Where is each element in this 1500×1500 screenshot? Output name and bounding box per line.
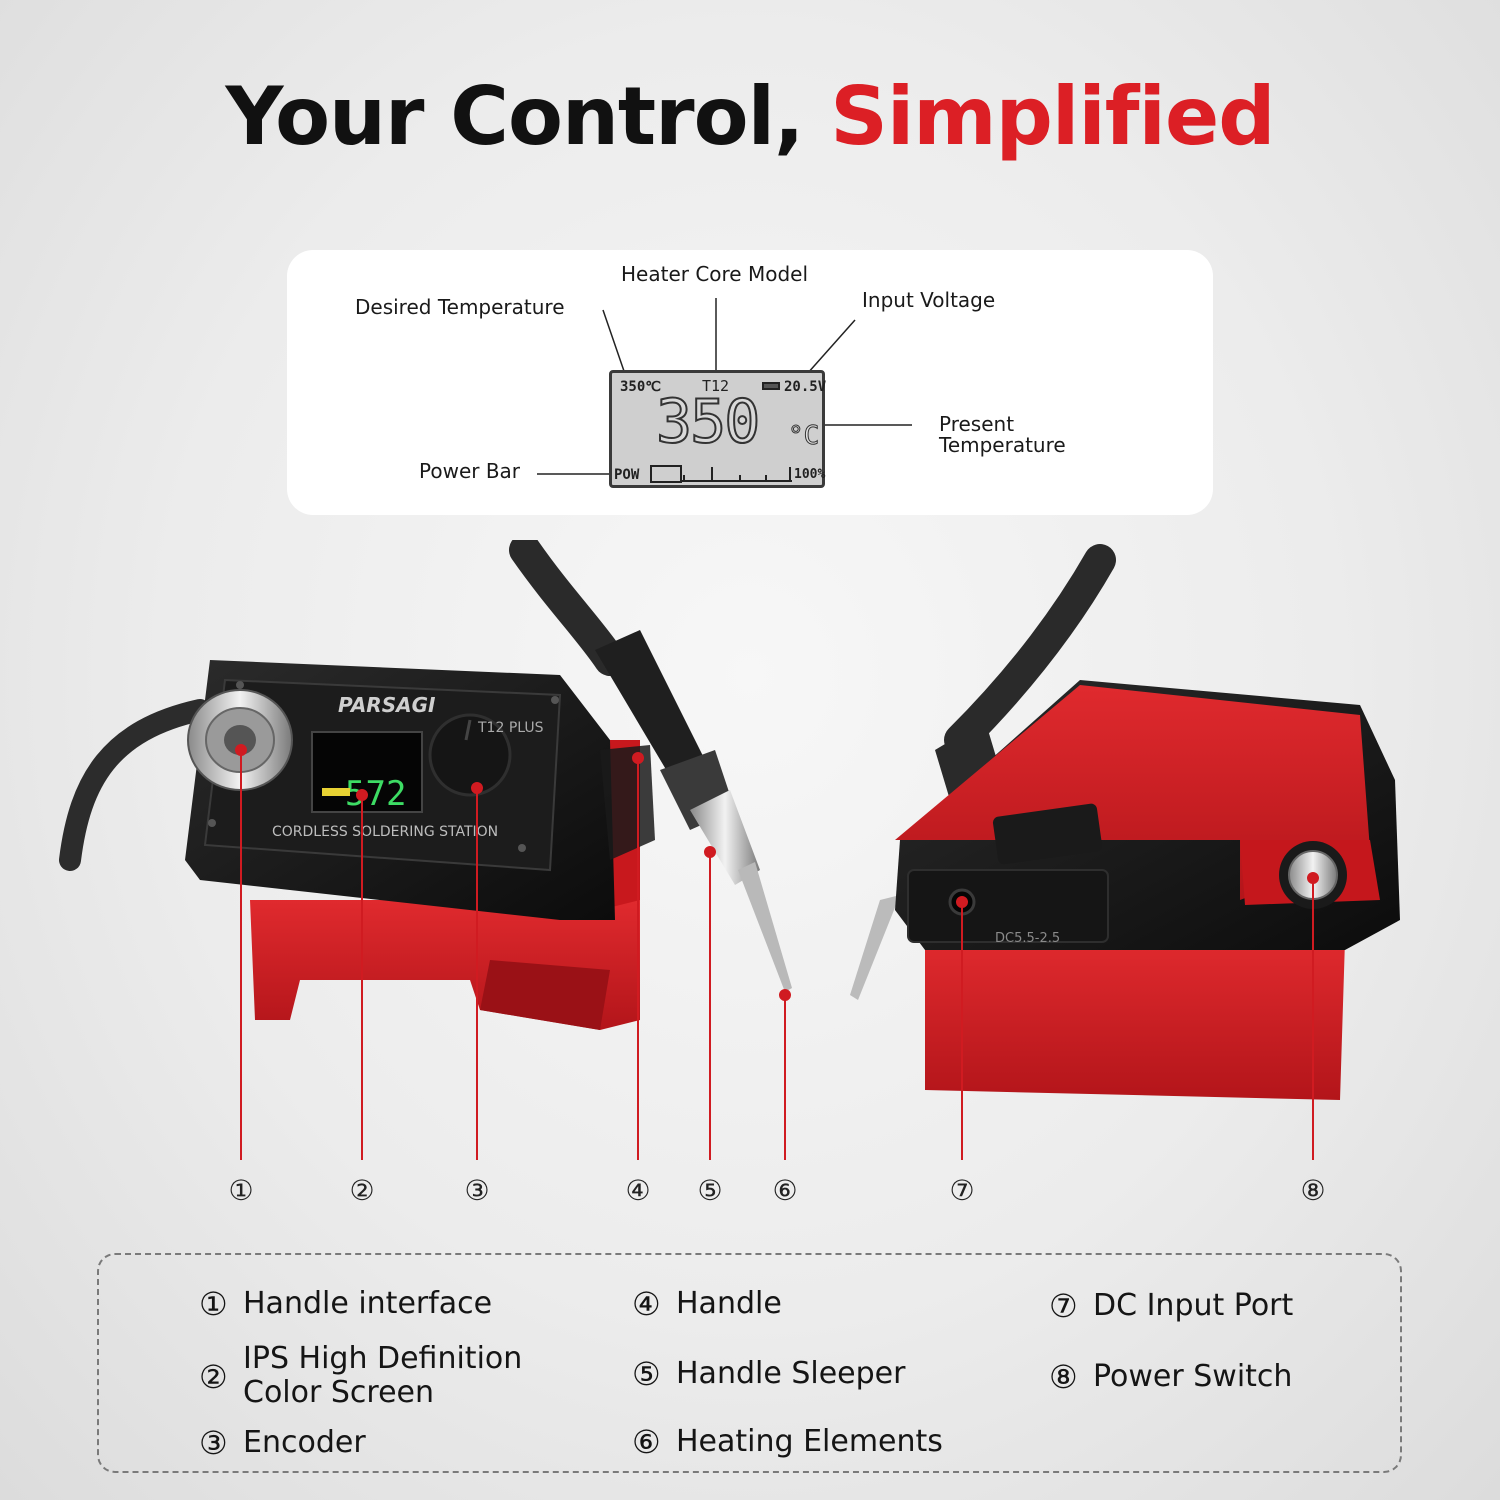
product-illustration: 572 PARSAGI T12 PLUS CORDLESS SOLDERING … xyxy=(59,540,1400,1160)
title-part2: Simplified xyxy=(830,70,1275,163)
right-cable xyxy=(944,544,1116,756)
handle-cable xyxy=(509,540,626,676)
device-caption: CORDLESS SOLDERING STATION xyxy=(272,824,498,840)
callout-lines xyxy=(235,744,1319,1160)
lcd-set-temp: 350℃ xyxy=(620,379,662,395)
device-color-screen: 572 xyxy=(311,731,423,814)
lcd-diagram-panel: Desired Temperature Heater Core Model In… xyxy=(287,250,1213,515)
lcd-voltage: 20.5V xyxy=(784,379,827,395)
title-part1: Your Control, xyxy=(225,70,831,163)
handle-metal-sleeve xyxy=(690,790,760,885)
callout-4: ④ xyxy=(625,1174,651,1207)
dc-port-panel xyxy=(907,869,1109,943)
callout-8: ⑧ xyxy=(1300,1174,1326,1207)
label-input-voltage: Input Voltage xyxy=(862,288,996,312)
page-title: Your Control, Simplified xyxy=(0,70,1500,163)
lcd-unit: °C xyxy=(787,421,820,452)
callout-6: ⑥ xyxy=(772,1174,798,1207)
device-port-label: DC5.5-2.5 xyxy=(995,931,1060,946)
lcd-power-bar xyxy=(650,465,792,483)
left-device: 572 PARSAGI T12 PLUS CORDLESS SOLDERING … xyxy=(59,540,792,1030)
device-brand: PARSAGI xyxy=(338,693,436,717)
label-power-bar: Power Bar xyxy=(419,459,521,483)
callout-2: ② xyxy=(349,1174,375,1207)
label-present-temperature-1: Present xyxy=(939,412,1015,436)
callout-3: ③ xyxy=(464,1174,490,1207)
battery-icon xyxy=(762,382,780,390)
callout-1: ① xyxy=(228,1174,254,1207)
label-heater-core-model: Heater Core Model xyxy=(621,262,809,286)
device-model: T12 PLUS xyxy=(477,720,544,736)
lcd-percent: 100% xyxy=(794,467,826,482)
device-big-temp: 572 xyxy=(345,774,406,814)
callout-5: ⑤ xyxy=(697,1174,723,1207)
encoder-knob xyxy=(428,713,512,797)
lcd-big-temp: 350 xyxy=(655,386,761,458)
heating-element-tip xyxy=(738,862,792,992)
label-present-temperature-2: Temperature xyxy=(939,433,1066,457)
right-device: DC5.5-2.5 xyxy=(850,544,1400,1100)
lcd-screen: 350℃ T12 20.5V 350 °C POW 100% xyxy=(609,370,827,488)
right-red-base xyxy=(925,940,1345,1100)
right-tip xyxy=(850,895,900,1000)
handle-sleeper xyxy=(600,745,655,860)
lcd-core: T12 xyxy=(702,377,730,395)
label-desired-temperature: Desired Temperature xyxy=(355,295,565,319)
lcd-pow: POW xyxy=(614,467,640,483)
left-cable xyxy=(59,699,211,871)
callout-7: ⑦ xyxy=(949,1174,975,1207)
